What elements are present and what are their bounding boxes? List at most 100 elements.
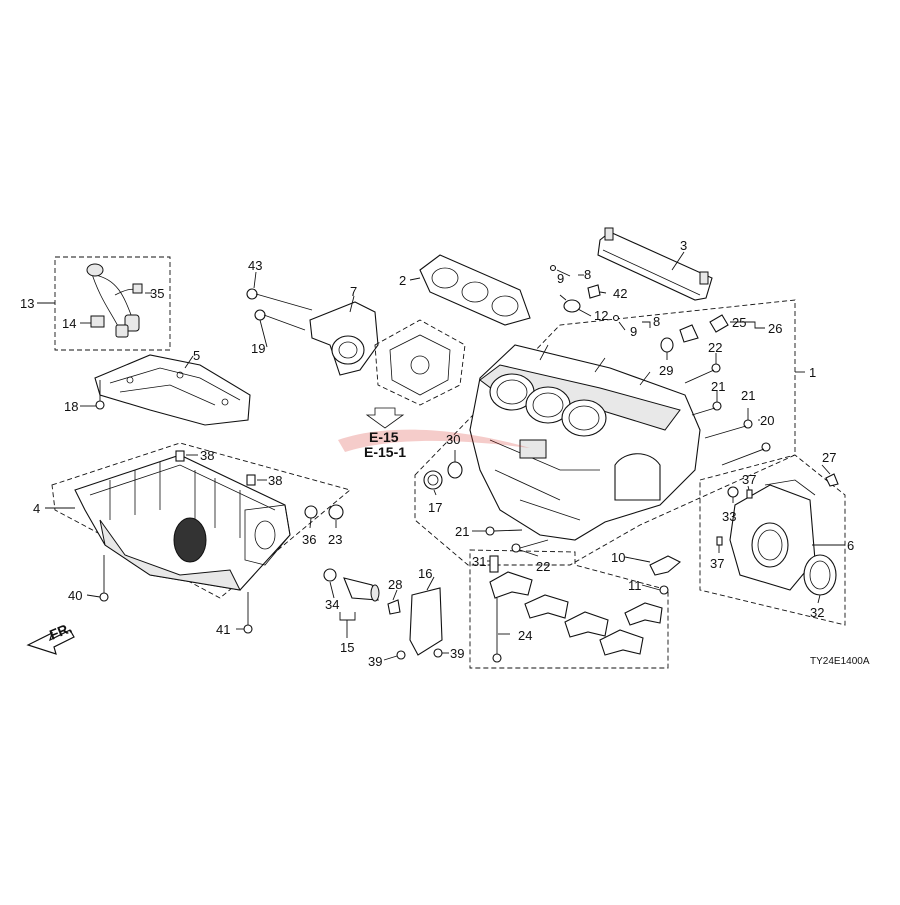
engine-mount-bracket[interactable] (309, 301, 379, 376)
leader-lines (37, 251, 845, 661)
dowel-37b[interactable] (716, 536, 723, 546)
callout-16: 16 (418, 566, 432, 581)
bearing-cap-frame (469, 549, 669, 669)
bolt-38a[interactable] (175, 450, 185, 462)
plug-26[interactable] (679, 324, 699, 343)
oil-rail[interactable] (597, 227, 713, 301)
bearing-cap-1[interactable] (489, 571, 533, 599)
callout-37a: 37 (742, 472, 756, 487)
engine-block[interactable] (469, 344, 701, 541)
callout-37b: 37 (710, 556, 724, 571)
callout-19: 19 (251, 341, 265, 356)
plug-30[interactable] (447, 461, 463, 479)
bolt-39b[interactable] (433, 648, 443, 658)
callout-11: 11 (628, 578, 642, 593)
seal-housing[interactable] (729, 479, 816, 591)
callout-29: 29 (659, 363, 673, 378)
callout-33: 33 (722, 509, 736, 524)
oil-pressure-sensor[interactable] (709, 314, 729, 333)
bolt-40[interactable] (99, 555, 109, 602)
callout-21a: 21 (711, 379, 725, 394)
o-ring-34[interactable] (323, 568, 337, 582)
bearing-cap-2[interactable] (524, 594, 569, 619)
ring-33[interactable] (727, 486, 739, 498)
callout-32: 32 (810, 605, 824, 620)
bearing-cap-4[interactable] (599, 629, 644, 656)
callout-38a: 38 (200, 448, 214, 463)
bolt-11[interactable] (659, 585, 669, 595)
callout-8b: 8 (653, 314, 660, 329)
callout-34: 34 (325, 597, 339, 612)
knock-sensor[interactable] (559, 294, 581, 313)
dowel-37a[interactable] (746, 489, 753, 499)
callout-15: 15 (340, 640, 354, 655)
callout-2: 2 (399, 273, 406, 288)
harness-clip[interactable] (90, 315, 105, 328)
baffle-plate[interactable] (94, 354, 251, 426)
reference-arrow (365, 407, 405, 429)
diagram-code: TY24E1400A (810, 656, 870, 667)
dowel-pin-9a[interactable] (549, 264, 557, 272)
bolt-36[interactable] (304, 505, 318, 519)
plug-17[interactable] (423, 470, 443, 490)
callout-39a: 39 (368, 654, 382, 669)
head-bolt-21b[interactable] (704, 419, 753, 439)
reference-e15-1: E-15-1 (364, 444, 406, 460)
callout-17: 17 (428, 500, 442, 515)
callout-36: 36 (302, 532, 316, 547)
pump-gasket[interactable] (374, 319, 466, 406)
oil-jet[interactable] (649, 555, 681, 576)
bolt-22-lower[interactable] (511, 539, 549, 553)
head-bolt-21a[interactable] (691, 401, 722, 416)
callout-41: 41 (216, 622, 230, 637)
oil-pan[interactable] (74, 454, 291, 591)
cover-16[interactable] (409, 587, 443, 656)
bolt-28[interactable] (387, 599, 401, 615)
bearing-cap-5[interactable] (624, 602, 663, 626)
oil-pan-group-frame (51, 442, 351, 599)
plug-23[interactable] (328, 504, 344, 520)
callout-7: 7 (350, 284, 357, 299)
reference-e15: E-15 (369, 429, 399, 445)
dowel-31[interactable] (489, 555, 499, 573)
bearing-cap-3[interactable] (564, 611, 609, 638)
callout-4: 4 (33, 501, 40, 516)
bolt-19[interactable] (254, 309, 306, 331)
callout-24: 24 (518, 628, 532, 643)
callout-1: 1 (809, 365, 816, 380)
callout-42: 42 (613, 286, 627, 301)
crankshaft-oil-seal[interactable] (803, 554, 837, 596)
callout-3: 3 (680, 238, 687, 253)
bolt-21-lower[interactable] (485, 526, 523, 536)
callout-39b: 39 (450, 646, 464, 661)
plug-29[interactable] (660, 337, 674, 353)
bolt-38b[interactable] (246, 474, 256, 486)
callout-6: 6 (847, 538, 854, 553)
wire-harness[interactable] (86, 263, 143, 338)
callout-5: 5 (193, 348, 200, 363)
bolt-41[interactable] (243, 592, 253, 634)
bolt-42[interactable] (587, 284, 601, 299)
bolt-27[interactable] (825, 473, 839, 487)
oil-control-valve[interactable] (343, 577, 380, 602)
bolt-18[interactable] (95, 380, 105, 410)
callout-13: 13 (20, 296, 34, 311)
callout-28: 28 (388, 577, 402, 592)
head-bolt-22[interactable] (684, 363, 721, 384)
head-bolt-20[interactable] (721, 442, 771, 466)
bolt-43[interactable] (246, 288, 313, 311)
harness-group-frame (54, 256, 171, 351)
callout-10: 10 (611, 550, 625, 565)
seal-group-frame (699, 454, 846, 626)
front-label: FR. (47, 619, 74, 642)
bolt-39a[interactable] (396, 650, 406, 660)
callout-35: 35 (150, 286, 164, 301)
callout-25: 25 (732, 315, 746, 330)
head-gasket[interactable] (419, 254, 531, 326)
callout-8a: 8 (584, 267, 591, 282)
cap-bolt-24[interactable] (492, 598, 502, 663)
callout-31: 31 (472, 554, 486, 569)
dowel-pin-9b[interactable] (612, 314, 620, 322)
callout-12: 12 (594, 308, 608, 323)
